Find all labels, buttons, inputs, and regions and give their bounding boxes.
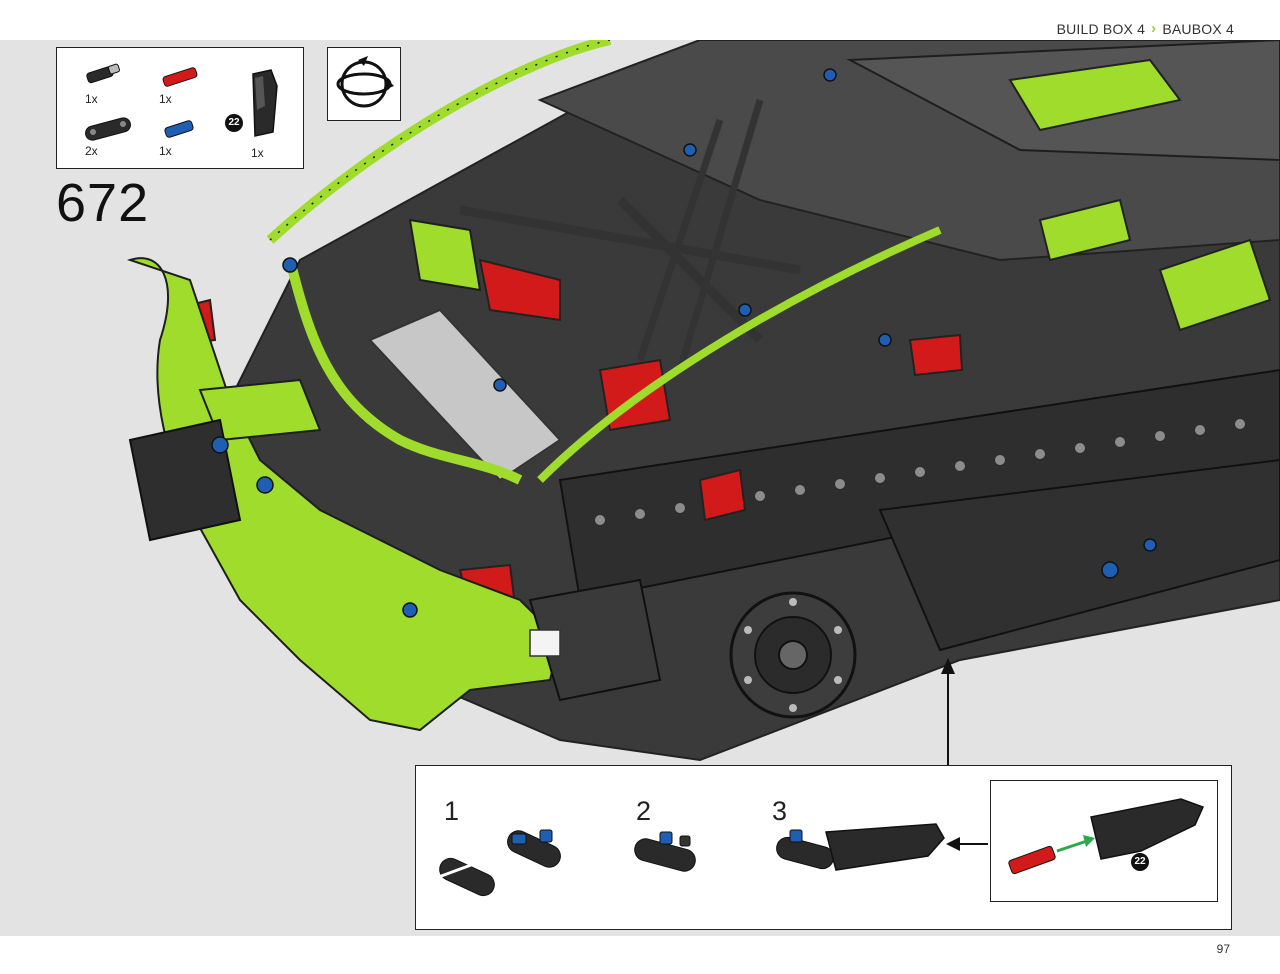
callout-illustration	[1008, 798, 1205, 875]
header-box-label-de: BAUBOX 4	[1162, 20, 1234, 37]
part-black-panel: 22 1x	[225, 66, 295, 162]
parts-list-box: 1x 1x 2x 1x 22 1x	[56, 47, 304, 169]
part-qty: 1x	[159, 144, 172, 158]
part-red-axle: 1x	[155, 60, 215, 110]
blue-pin-icon	[164, 120, 194, 138]
black-beam-icon	[776, 836, 834, 870]
blue-pin-icon	[511, 833, 527, 845]
red-axle-icon	[1008, 845, 1056, 875]
page-header: BUILD BOX 4 › BAUBOX 4	[1057, 20, 1234, 37]
part-callout-box: 22	[990, 780, 1218, 902]
part-qty: 2x	[85, 144, 98, 158]
header-box-label-en: BUILD BOX 4	[1056, 20, 1146, 37]
part-qty: 1x	[85, 92, 98, 106]
red-axle-icon	[162, 67, 198, 87]
page-number: 97	[1216, 942, 1230, 956]
part-qty: 1x	[159, 92, 172, 106]
instruction-stage	[0, 40, 1280, 936]
part-blue-pin: 1x	[155, 112, 215, 162]
blue-pin-icon	[789, 829, 803, 843]
step-number: 672	[56, 173, 150, 233]
rotate-model-icon	[336, 56, 394, 108]
blue-pin-icon	[659, 831, 673, 845]
black-panel-icon	[825, 823, 945, 871]
part-black-axle-pin: 1x	[79, 60, 139, 110]
lime-arrow-icon: ›	[1151, 20, 1157, 37]
black-beam-icon	[85, 117, 131, 141]
part-qty: 1x	[251, 146, 264, 160]
rotate-indicator-box	[327, 47, 401, 121]
black-panel-icon	[252, 69, 278, 137]
part-number-badge: 22	[225, 114, 243, 132]
technic-car-model-illustration	[126, 40, 1280, 765]
part-black-beam: 2x	[79, 112, 139, 162]
sub-step-number: 2	[636, 796, 652, 826]
black-panel-icon	[1090, 798, 1205, 860]
black-axle-pin-icon	[86, 63, 120, 84]
sub-step-number: 1	[444, 796, 460, 826]
black-beam-icon	[439, 857, 495, 897]
sub-assembly-illustration	[435, 823, 988, 897]
part-number-badge: 22	[1131, 853, 1149, 871]
sub-step-number: 3	[772, 796, 788, 826]
blue-pin-icon	[539, 829, 553, 843]
